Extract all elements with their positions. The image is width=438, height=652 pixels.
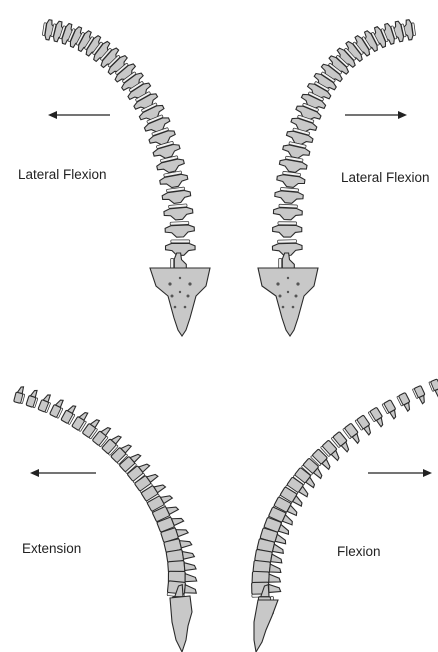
spine-extension [14, 385, 198, 652]
label-flexion: Flexion [337, 544, 381, 559]
vertebra [14, 385, 27, 404]
spine-flexion [252, 379, 438, 652]
vertebra [163, 203, 193, 221]
label-lateral-flexion-right: Lateral Flexion [341, 170, 430, 185]
vertebra [273, 222, 302, 237]
arrow-left-icon [30, 469, 96, 477]
vertebral-column [272, 19, 416, 283]
vertebra [159, 170, 189, 189]
vertebra [397, 392, 414, 412]
vertebral-column [42, 19, 195, 283]
sacrum [150, 268, 210, 336]
vertebra [26, 389, 40, 408]
vertebra [429, 379, 438, 398]
vertebral-column [252, 379, 438, 614]
vertebra [274, 187, 303, 204]
sacrum [254, 600, 278, 652]
vertebral-column [14, 385, 198, 614]
vertebra [382, 400, 400, 421]
arrow-right-icon [368, 469, 432, 477]
vertebra [161, 186, 191, 205]
arrow-left-icon [48, 111, 110, 119]
vertebra [276, 171, 305, 189]
vertebra [273, 204, 302, 220]
label-extension: Extension [22, 541, 81, 556]
sacrum [258, 268, 318, 336]
arrow-right-icon [345, 111, 407, 119]
sacrum [170, 596, 192, 652]
vertebra [368, 407, 387, 428]
label-lateral-flexion-left: Lateral Flexion [18, 167, 107, 182]
vertebra [165, 221, 195, 237]
vertebra [412, 385, 428, 405]
